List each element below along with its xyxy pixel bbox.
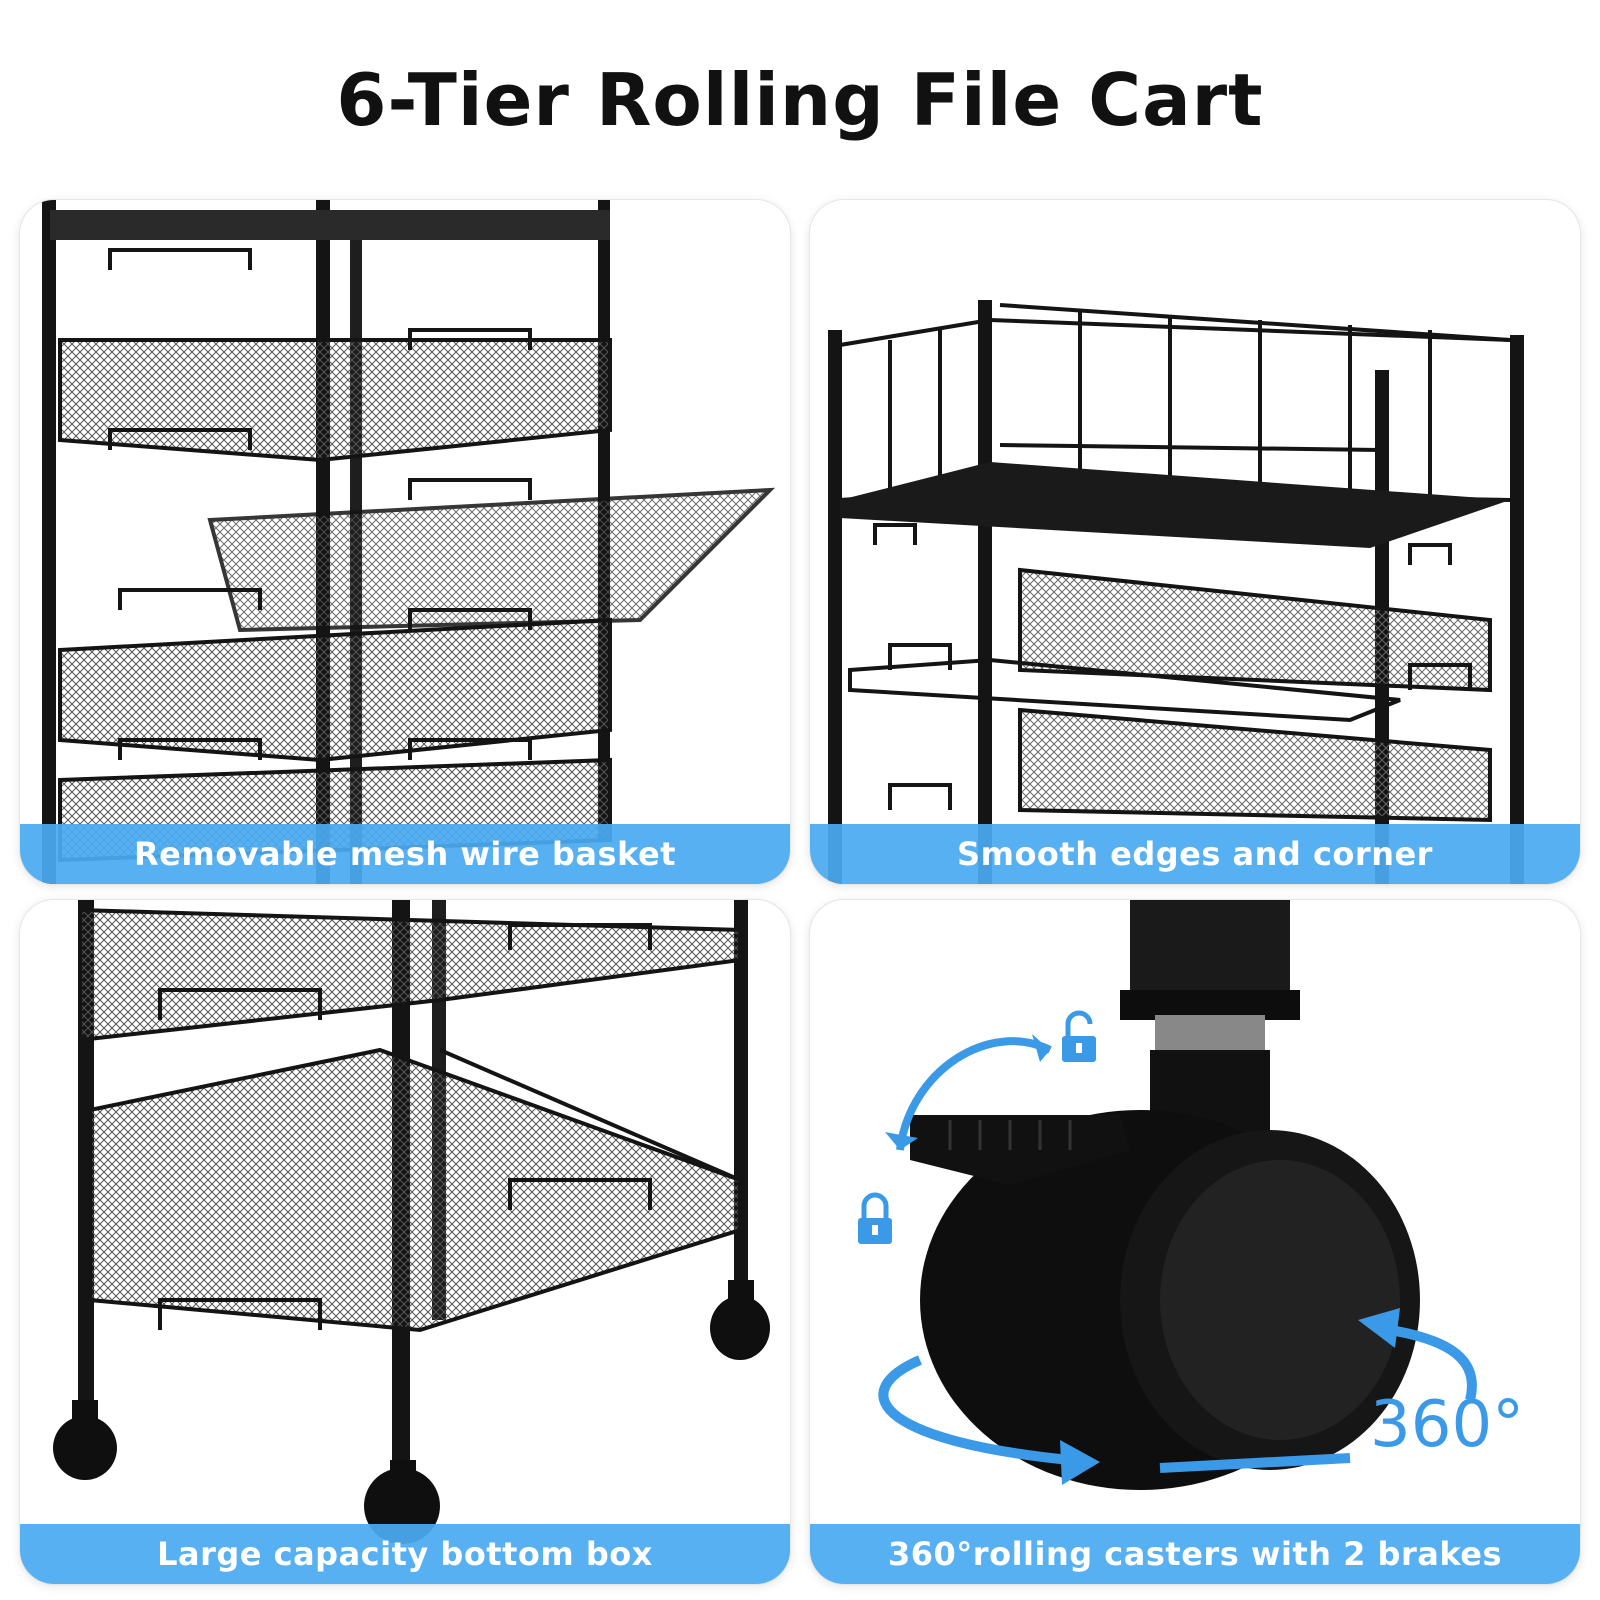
wire-fence	[839, 303, 1511, 502]
basket-tier-3	[58, 617, 612, 763]
lock-icon	[858, 1192, 892, 1244]
panel-mesh-basket: Removable mesh wire basket	[20, 200, 790, 884]
caster-wheels	[53, 1280, 770, 1544]
bottom-box	[88, 1047, 742, 1333]
rotation-degree-label: 360°	[1370, 1388, 1525, 1462]
drawer-1	[1018, 567, 1492, 693]
mesh-basket-illustration	[42, 200, 776, 884]
basket-tier-1	[58, 338, 612, 463]
rotate-arrow-icon	[896, 1037, 1052, 1151]
panel-casters: 360° 360°rolling casters with 2 brakes	[810, 900, 1580, 1584]
panel-caption: Smooth edges and corner	[810, 824, 1580, 884]
panel-smooth-edges: Smooth edges and corner	[810, 200, 1580, 884]
panel-caption: Removable mesh wire basket	[20, 824, 790, 884]
panel-caption: 360°rolling casters with 2 brakes	[810, 1524, 1580, 1584]
swivel-arrow-left	[878, 1355, 1071, 1465]
top-shelf-illustration	[828, 300, 1524, 884]
caster-illustration	[858, 900, 1477, 1490]
basket-pulled-out	[207, 487, 776, 633]
brake-pedal	[910, 1115, 1130, 1185]
shelf-plate	[840, 462, 1510, 548]
panel-bottom-box: Large capacity bottom box	[20, 900, 790, 1584]
panel-caption: Large capacity bottom box	[20, 1524, 790, 1584]
drawer-2	[1018, 707, 1492, 823]
unlock-icon	[1062, 1010, 1096, 1062]
swivel-arrow-right	[1389, 1325, 1477, 1402]
bottom-box-illustration	[53, 900, 770, 1544]
page-title: 6-Tier Rolling File Cart	[336, 58, 1264, 142]
